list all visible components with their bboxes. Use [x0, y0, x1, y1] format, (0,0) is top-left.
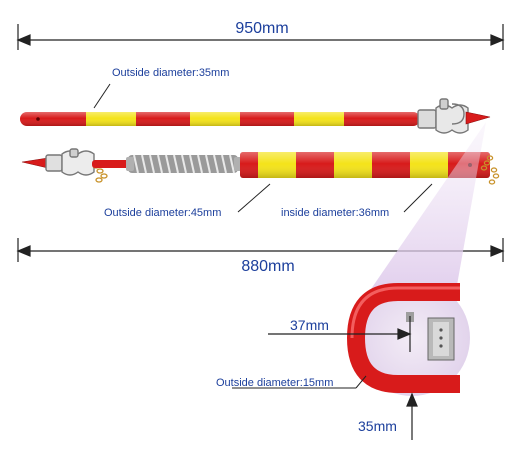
hook-detail [346, 280, 470, 396]
upper-pole-clamp [417, 98, 469, 134]
zoom-cone [362, 122, 486, 302]
upper-pole [20, 98, 491, 134]
total-length-label: 950mm [235, 20, 288, 37]
total-length-dimension [16, 24, 505, 50]
lower-pole-spring [126, 154, 242, 174]
lower-pole [21, 148, 500, 185]
upper-outside-diameter-label: Outside diameter:35mm [112, 67, 229, 79]
lower-outside-diameter-leader [237, 183, 271, 213]
hook-outside-diameter-label: Outside diameter:15mm [216, 377, 333, 389]
hook-depth-dimension [406, 392, 418, 440]
hook-width-dimension [268, 316, 412, 352]
lower-pole-clamp [45, 148, 95, 176]
body-length-label: 880mm [241, 258, 294, 275]
upper-diameter-leader [93, 83, 111, 109]
lower-pole-chain-right [480, 155, 500, 185]
lower-inside-diameter-leader [403, 183, 433, 213]
hook-width-label: 37mm [290, 317, 329, 333]
lower-inside-diameter-label: inside diameter:36mm [281, 207, 389, 219]
lower-outside-diameter-label: Outside diameter:45mm [104, 207, 221, 219]
hook-depth-label: 35mm [358, 418, 397, 434]
